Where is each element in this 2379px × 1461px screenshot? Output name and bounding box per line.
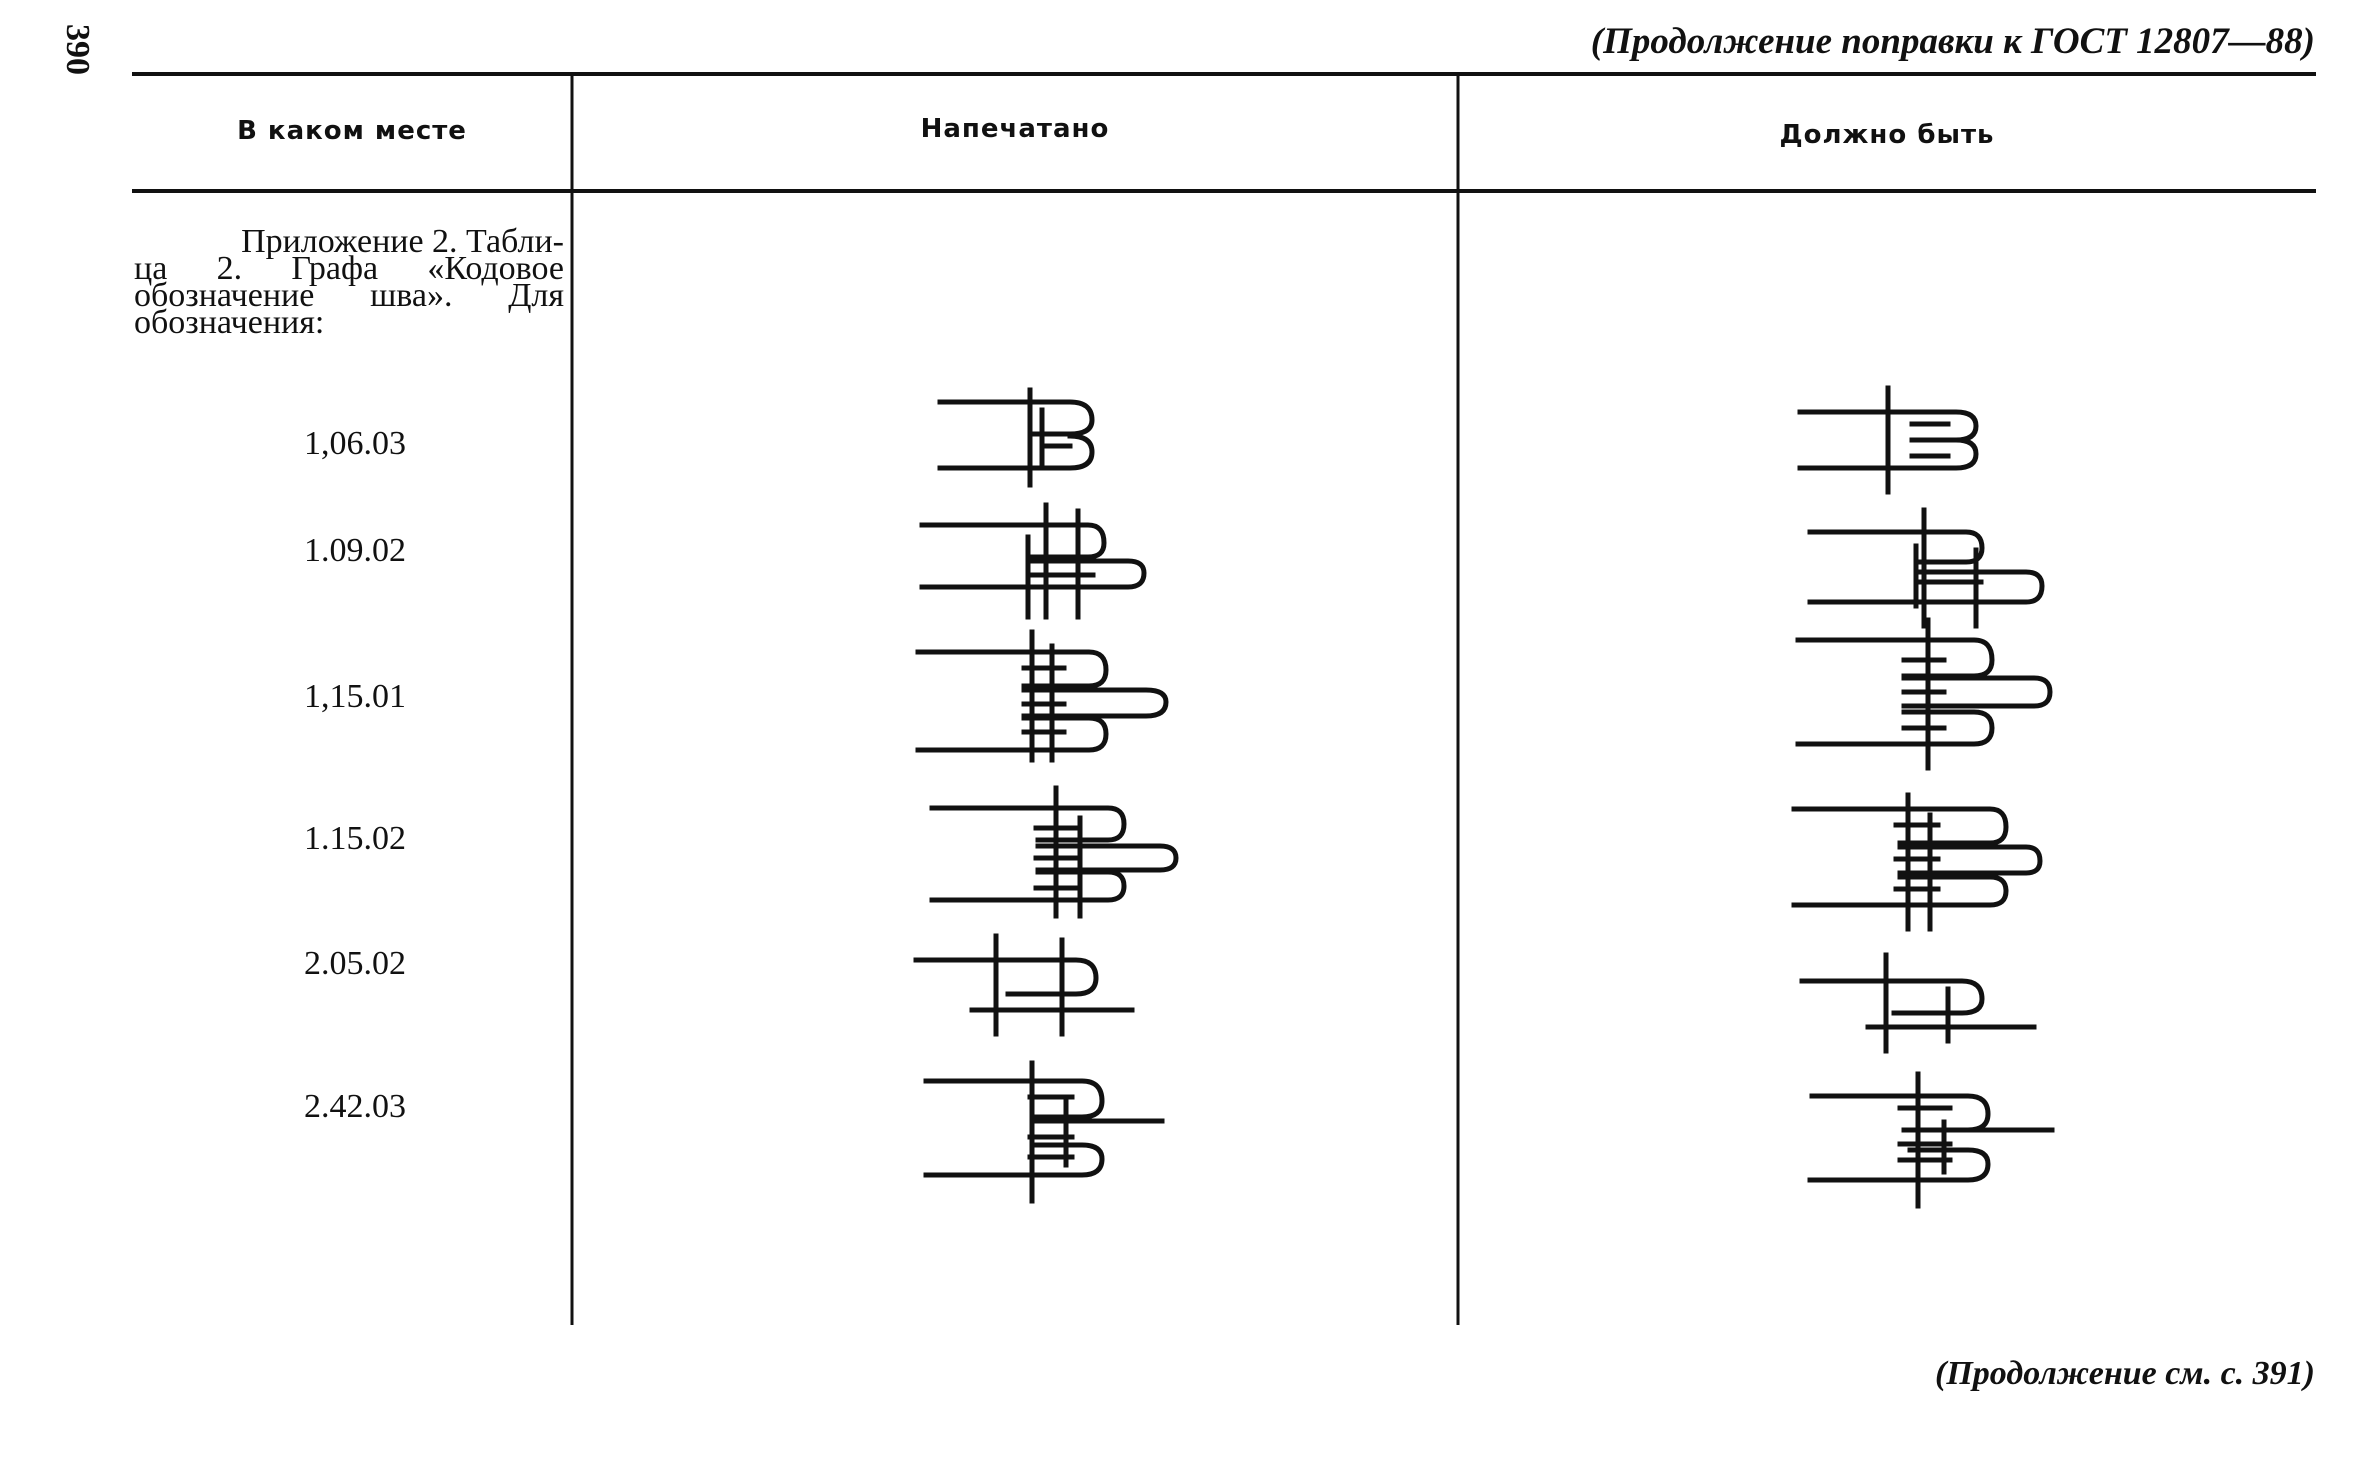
weld-symbol-printed-2-42-03 [923,1060,1165,1204]
intro-line: обозначения: [134,304,325,341]
intro-line: обозначение шва». Для [134,277,564,314]
weld-symbol-correct-1-15-01 [1795,617,2053,771]
column-header-should-be: Должно быть [1779,120,1995,150]
header-note: (Продолжение поправки к ГОСТ 12807—88) [1590,21,2315,62]
row-code-1-15-02: 1.15.02 [304,820,406,857]
weld-symbol-correct-2-05-02 [1799,952,2037,1054]
weld-symbol-printed-2-05-02 [913,933,1135,1037]
weld-symbol-correct-1-09-02 [1807,507,2045,629]
column-header-location: В каком месте [237,116,467,146]
weld-symbol-printed-1-06-03 [937,387,1095,488]
footer-note: (Продолжение см. с. 391) [1935,1355,2315,1392]
intro-line: ца 2. Графа «Кодовое [134,250,564,287]
row-code-1-15-01: 1,15.01 [304,678,406,715]
location-intro-text: Приложение 2. Табли- ца 2. Графа «Кодово… [134,223,564,341]
column-header-printed: Напечатано [920,114,1110,144]
row-code-1-06-03: 1,06.03 [304,425,406,462]
row-code-2-05-02: 2.05.02 [304,945,406,982]
weld-symbol-correct-1-15-02 [1791,792,2043,932]
row-code-2-42-03: 2.42.03 [304,1088,406,1125]
weld-symbol-printed-1-15-02 [929,785,1179,919]
intro-line: Приложение 2. Табли- [241,223,564,260]
weld-symbol-correct-2-42-03 [1807,1071,2055,1209]
row-code-1-09-02: 1.09.02 [304,532,406,569]
weld-symbol-printed-1-09-02 [919,502,1147,620]
weld-symbol-correct-1-06-03 [1797,385,1979,495]
weld-symbol-printed-1-15-01 [915,629,1169,763]
